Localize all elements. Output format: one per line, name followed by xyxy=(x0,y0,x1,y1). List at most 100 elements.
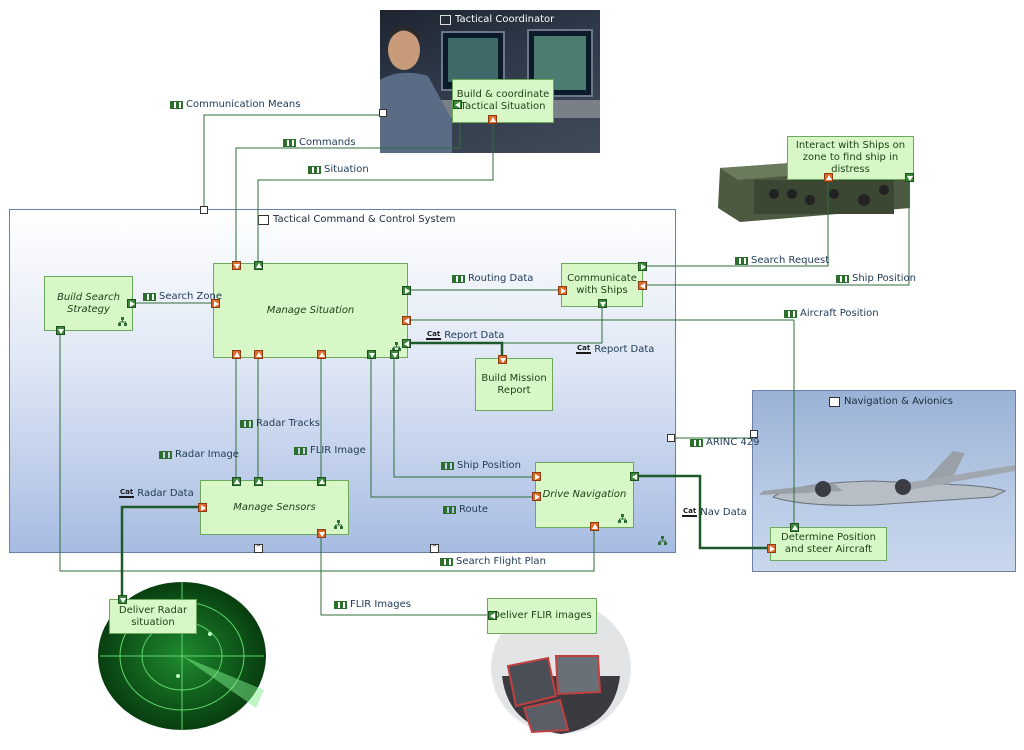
cat-icon: Cat xyxy=(576,344,592,354)
interact-ships-function[interactable]: Interact with Ships on zone to find ship… xyxy=(787,136,914,180)
component-icon xyxy=(258,214,269,225)
input-port[interactable] xyxy=(367,350,376,359)
hierarchy-icon xyxy=(334,520,343,529)
ship-position-mid-label: Ship Position xyxy=(441,460,521,471)
build-mission-report-function[interactable]: Build Mission Report xyxy=(475,358,553,411)
output-port[interactable] xyxy=(127,299,136,308)
nav-avionics-title: Navigation & Avionics xyxy=(829,396,953,407)
exchange-item-icon xyxy=(283,138,296,147)
exchange-item-icon xyxy=(735,256,748,265)
exchange-item-icon xyxy=(308,165,321,174)
nav-avionics-label: Navigation & Avionics xyxy=(844,396,953,407)
output-port[interactable] xyxy=(824,173,833,182)
exchange-item-icon xyxy=(443,505,456,514)
tactical-coordinator-label: Tactical Coordinator xyxy=(455,14,555,25)
input-port[interactable] xyxy=(232,261,241,270)
exchange-item-icon xyxy=(440,557,453,566)
build-search-strategy-function[interactable]: Build Search Strategy xyxy=(44,276,133,331)
container-port[interactable] xyxy=(750,430,758,438)
input-port[interactable] xyxy=(402,339,411,348)
input-port[interactable] xyxy=(498,355,507,364)
output-port[interactable] xyxy=(638,281,647,290)
routing-data-label: Routing Data xyxy=(452,273,533,284)
situation-label: Situation xyxy=(308,164,369,175)
tccs-label: Tactical Command & Control System xyxy=(273,214,456,225)
output-port[interactable] xyxy=(254,261,263,270)
communication-means-link xyxy=(203,113,384,209)
output-port[interactable] xyxy=(402,286,411,295)
output-port[interactable] xyxy=(488,611,497,620)
input-port[interactable] xyxy=(767,544,776,553)
collapse-caret[interactable]: ^ xyxy=(430,544,439,553)
input-port[interactable] xyxy=(453,100,462,109)
input-port[interactable] xyxy=(630,472,639,481)
search-request-label: Search Request xyxy=(735,255,829,266)
cat-icon: Cat xyxy=(119,488,135,498)
input-port[interactable] xyxy=(198,503,207,512)
input-port[interactable] xyxy=(56,326,65,335)
input-port[interactable] xyxy=(232,477,241,486)
container-port[interactable] xyxy=(200,206,208,214)
input-port[interactable] xyxy=(532,472,541,481)
input-port[interactable] xyxy=(254,477,263,486)
collapse-caret[interactable]: ^ xyxy=(254,544,263,553)
output-port[interactable] xyxy=(590,522,599,531)
ship-position-top-label: Ship Position xyxy=(836,273,916,284)
input-port[interactable] xyxy=(532,492,541,501)
manage-situation-function[interactable]: Manage Situation xyxy=(213,263,408,358)
output-port[interactable] xyxy=(254,350,263,359)
input-port[interactable] xyxy=(638,262,647,271)
manage-sensors-function[interactable]: Manage Sensors xyxy=(200,480,349,535)
build-coordinate-function[interactable]: Build & coordinate Tactical Situation xyxy=(452,79,554,123)
exchange-item-icon xyxy=(690,438,703,447)
input-port[interactable] xyxy=(317,477,326,486)
flir-turret-photo xyxy=(488,596,634,736)
exchange-item-icon xyxy=(784,309,797,318)
determine-position-function[interactable]: Determine Position and steer Aircraft xyxy=(770,527,887,561)
commands-label: Commands xyxy=(283,137,356,148)
input-port[interactable] xyxy=(905,173,914,182)
input-port[interactable] xyxy=(790,523,799,532)
tactical-coordinator-title: Tactical Coordinator xyxy=(440,14,554,25)
output-port[interactable] xyxy=(317,529,326,538)
aircraft-position-label: Aircraft Position xyxy=(784,308,879,319)
exchange-item-icon xyxy=(294,446,307,455)
exchange-item-icon xyxy=(441,461,454,470)
radar-tracks-label: Radar Tracks xyxy=(240,418,320,429)
exchange-item-icon xyxy=(170,100,183,109)
input-port[interactable] xyxy=(390,350,399,359)
route-label: Route xyxy=(443,504,488,515)
input-port[interactable] xyxy=(402,316,411,325)
hierarchy-icon xyxy=(618,514,627,523)
component-icon xyxy=(440,14,451,25)
exchange-item-icon xyxy=(836,274,849,283)
container-port[interactable] xyxy=(667,434,675,442)
output-port[interactable] xyxy=(118,595,127,604)
deliver-flir-function[interactable]: Deliver FLIR images xyxy=(487,598,597,634)
communicate-ships-function[interactable]: Communicate with Ships xyxy=(561,263,643,307)
exchange-item-icon xyxy=(334,600,347,609)
arinc-label: ARINC 429 xyxy=(690,437,759,448)
communication-means-label: Communication Means xyxy=(170,99,300,110)
tccs-title: Tactical Command & Control System xyxy=(258,214,456,225)
input-port[interactable] xyxy=(211,299,220,308)
radar-image-label: Radar Image xyxy=(159,449,239,460)
deliver-radar-function[interactable]: Deliver Radar situation xyxy=(109,599,197,634)
output-port[interactable] xyxy=(598,299,607,308)
output-port[interactable] xyxy=(488,115,497,124)
aircraft-photo xyxy=(759,451,1015,506)
component-icon xyxy=(829,396,840,407)
flir-images-label: FLIR Images xyxy=(334,599,411,610)
output-port[interactable] xyxy=(317,350,326,359)
output-port[interactable] xyxy=(232,350,241,359)
cat-icon: Cat xyxy=(682,507,698,517)
search-flight-plan-label: Search Flight Plan xyxy=(440,556,546,567)
actor-port[interactable] xyxy=(379,109,387,117)
exchange-item-icon xyxy=(159,450,172,459)
exchange-item-icon xyxy=(240,419,253,428)
input-port[interactable] xyxy=(558,286,567,295)
